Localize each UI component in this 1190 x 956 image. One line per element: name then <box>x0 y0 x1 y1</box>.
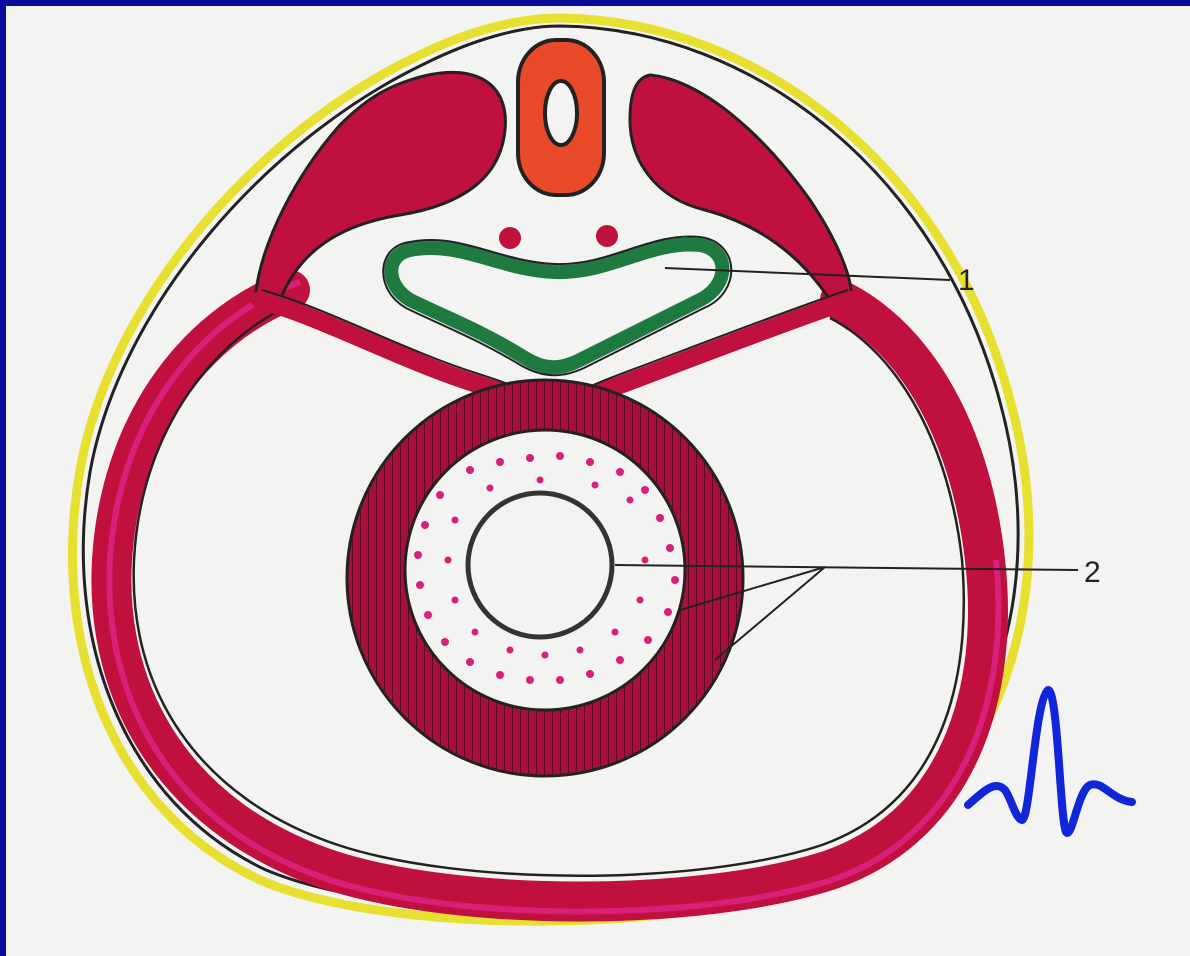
right-vessel <box>596 225 618 247</box>
gut-lumen <box>468 493 612 637</box>
vertebra-canal <box>545 81 577 145</box>
label-2: 2 <box>1084 556 1101 589</box>
label-1: 1 <box>958 264 975 297</box>
green-tube-structure <box>391 244 722 367</box>
left-vessel <box>499 227 521 249</box>
